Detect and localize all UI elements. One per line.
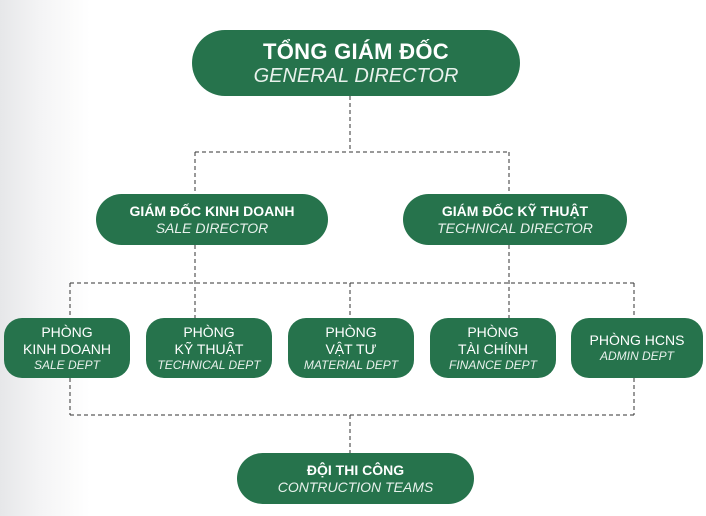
node-dept-material: PHÒNG VẬT TƯ MATERIAL DEPT (288, 318, 414, 378)
node-technical-director: GIÁM ĐỐC KỸ THUẬT TECHNICAL DIRECTOR (403, 194, 627, 245)
dept-subtitle: SALE DEPT (33, 357, 101, 372)
dept-line1: PHÒNG (41, 323, 93, 340)
dept-line2: KINH DOANH (23, 340, 111, 357)
node-title: GIÁM ĐỐC KINH DOANH (129, 203, 295, 219)
dept-line1: PHÒNG (325, 323, 377, 340)
node-general-director: TỔNG GIÁM ĐỐC GENERAL DIRECTOR (192, 30, 520, 96)
node-subtitle: GENERAL DIRECTOR (253, 64, 459, 87)
node-subtitle: SALE DIRECTOR (155, 220, 269, 236)
node-dept-admin: PHÒNG HCNS ADMIN DEPT (571, 318, 703, 378)
node-dept-finance: PHÒNG TÀI CHÍNH FINANCE DEPT (430, 318, 556, 378)
node-title: GIÁM ĐỐC KỸ THUẬT (441, 203, 589, 219)
dept-line1: PHÒNG HCNS (589, 332, 685, 348)
node-subtitle: CONTRUCTION TEAMS (277, 479, 434, 495)
node-title: ĐỘI THI CÔNG (306, 462, 405, 478)
dept-line1: PHÒNG (183, 323, 235, 340)
dept-subtitle: MATERIAL DEPT (303, 357, 399, 372)
node-construction-teams: ĐỘI THI CÔNG CONTRUCTION TEAMS (237, 453, 474, 504)
dept-subtitle: TECHNICAL DEPT (157, 357, 261, 372)
dept-line2: TÀI CHÍNH (458, 340, 528, 357)
dept-line1: PHÒNG (467, 323, 519, 340)
node-sale-director: GIÁM ĐỐC KINH DOANH SALE DIRECTOR (96, 194, 328, 245)
node-subtitle: TECHNICAL DIRECTOR (437, 220, 593, 236)
dept-line2: VẬT TƯ (325, 340, 377, 357)
node-title: TỔNG GIÁM ĐỐC (262, 38, 449, 64)
dept-line2: KỸ THUẬT (174, 340, 244, 357)
dept-subtitle: FINANCE DEPT (448, 357, 537, 372)
node-dept-technical: PHÒNG KỸ THUẬT TECHNICAL DEPT (146, 318, 272, 378)
dept-subtitle: ADMIN DEPT (599, 349, 674, 363)
node-dept-sale: PHÒNG KINH DOANH SALE DEPT (4, 318, 130, 378)
